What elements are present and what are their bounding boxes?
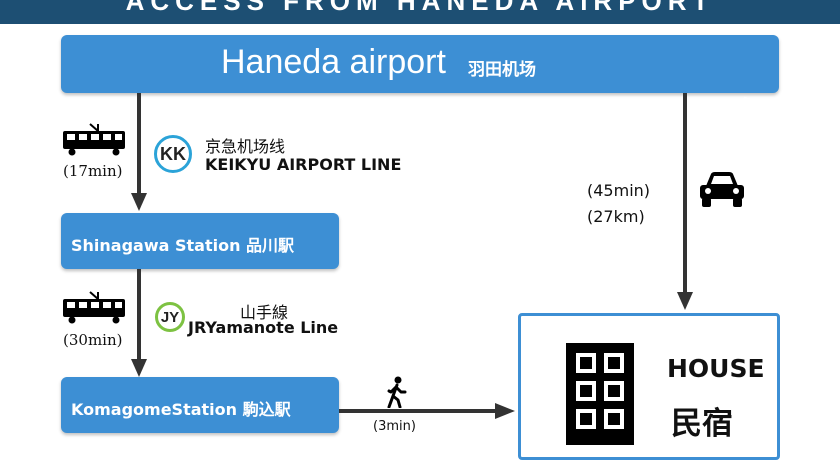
car-time: (45min) — [587, 181, 651, 200]
house-box: HOUSE 民宿 — [518, 313, 780, 460]
shinagawa-station-label: Shinagawa Station 品川駅 — [71, 236, 295, 255]
page-title: ACCESS FROM HANEDA AIRPORT — [125, 0, 715, 16]
yamanote-time: (30min) — [63, 331, 123, 349]
haneda-airport-box: Haneda airport 羽田机场 — [61, 35, 819, 124]
airport-name-cn: 羽田机场 — [468, 60, 536, 80]
header-bar: ACCESS FROM HANEDA AIRPORT — [0, 0, 840, 24]
house-name-en: HOUSE — [667, 354, 765, 383]
arrowhead-house-car — [677, 292, 693, 310]
arrow-airport-to-shinagawa — [137, 93, 141, 195]
keikyu-time: (17min) — [63, 162, 123, 180]
car-distance: (27km) — [587, 207, 645, 226]
keikyu-name-cn: 京急机场线 — [205, 137, 286, 156]
keikyu-name-en: KEIKYU AIRPORT LINE — [205, 155, 402, 174]
komagome-station-box: KomagomeStation 駒込駅 — [61, 377, 339, 433]
airplane-icon — [737, 78, 819, 124]
building-icon — [566, 343, 634, 445]
arrow-komagome-to-house — [339, 409, 497, 413]
yamanote-name-cn: 山手線 — [240, 303, 289, 322]
train-icon — [63, 123, 125, 156]
yamanote-line-badge: JY — [155, 302, 185, 332]
arrowhead-house-walk — [495, 403, 515, 419]
arrowhead-shinagawa — [131, 193, 147, 211]
train-icon — [63, 291, 125, 324]
shinagawa-station-box: Shinagawa Station 品川駅 — [61, 213, 339, 269]
arrow-shinagawa-to-komagome — [137, 269, 141, 361]
airport-name-en: Haneda airport — [221, 43, 446, 81]
arrow-airport-to-house — [683, 93, 687, 293]
car-icon — [700, 172, 744, 207]
keikyu-line-badge: KK — [154, 135, 192, 173]
yamanote-name-en: JRYamanote Line — [188, 318, 339, 337]
walk-time: (3min) — [373, 419, 416, 434]
walking-person-icon — [387, 376, 407, 408]
komagome-station-label: KomagomeStation 駒込駅 — [71, 400, 291, 419]
arrowhead-komagome — [131, 359, 147, 377]
house-name-cn: 民宿 — [671, 406, 733, 442]
